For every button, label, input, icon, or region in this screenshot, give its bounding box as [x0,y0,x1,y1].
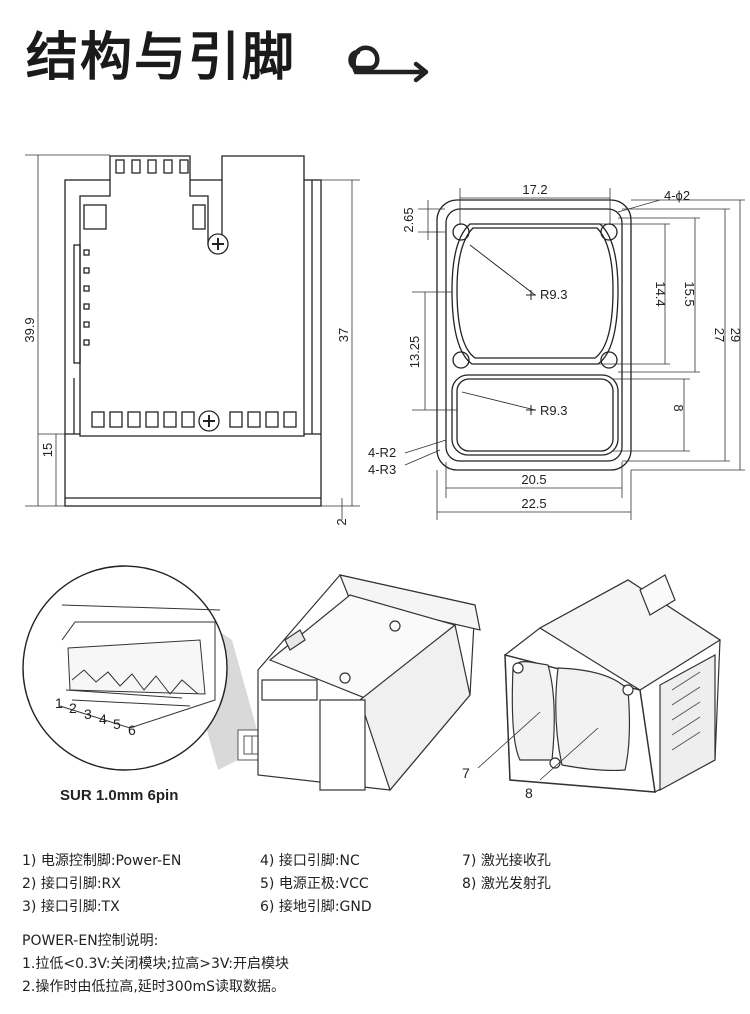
module-back-drawing [257,574,481,792]
callout-tx-window: 8 [525,785,533,801]
front-upper-window-height: 14.4 [653,281,668,306]
connector-pin-1: 1 [55,695,63,711]
front-window-spacing: 13.25 [407,336,422,369]
front-upper-frame-height: 15.5 [682,281,697,306]
connector-pin-4: 4 [99,711,107,727]
power-en-description: POWER-EN控制说明: 1.拉低<0.3V:关闭模块;拉高>3V:开启模块 … [22,930,289,999]
callout-rx-window: 7 [462,765,470,781]
connector-zoom-drawing [22,565,301,771]
module-front-drawing [504,574,722,793]
pin-list-col2: 4) 接口引脚:NC 5) 电源正极:VCC 6) 接地引脚:GND [260,850,372,919]
front-top-width: 17.2 [522,182,547,197]
pin-desc-1: 1) 电源控制脚:Power-EN [22,853,182,869]
front-outer-height: 29 [728,328,743,342]
pin-desc-6: 6) 接地引脚:GND [260,899,372,915]
front-lower-window-height: 8 [671,404,686,411]
side-body-height: 37 [336,328,351,342]
pin-list-col1: 1) 电源控制脚:Power-EN 2) 接口引脚:RX 3) 接口引脚:TX [22,850,181,919]
front-upper-radius: R9.3 [540,287,567,302]
pin-list-col3: 7) 激光接收孔 8) 激光发射孔 [462,850,551,896]
front-inner-height: 27 [712,328,727,342]
side-bottom-gap: 2 [334,518,349,525]
front-inner-width: 20.5 [521,472,546,487]
description-line-2: 2.操作时由低拉高,延时300mS读取数据。 [22,979,286,995]
side-base-height: 15 [40,443,55,457]
pin-desc-7: 7) 激光接收孔 [462,853,551,869]
connector-pin-5: 5 [113,716,121,732]
description-line-1: 1.拉低<0.3V:关闭模块;拉高>3V:开启模块 [22,956,290,972]
front-lower-radius: R9.3 [540,403,567,418]
front-view-drawing [436,199,632,471]
curved-arrow-icon [348,45,429,83]
front-corner-r2: 4-R2 [368,445,396,460]
connector-pin-6: 6 [128,722,136,738]
pin-desc-8: 8) 激光发射孔 [462,876,551,892]
side-total-height: 39.9 [22,317,37,342]
front-holes: 4-ϕ2 [664,188,690,203]
pin-desc-3: 3) 接口引脚:TX [22,899,120,915]
connector-caption: SUR 1.0mm 6pin [60,787,179,804]
front-top-margin: 2.65 [401,207,416,232]
connector-pin-3: 3 [84,706,92,722]
pin-desc-5: 5) 电源正极:VCC [260,876,369,892]
front-corner-r3: 4-R3 [368,462,396,477]
pin-desc-2: 2) 接口引脚:RX [22,876,121,892]
side-view-drawing [64,155,322,507]
pin-desc-4: 4) 接口引脚:NC [260,853,360,869]
description-heading: POWER-EN控制说明: [22,933,159,949]
page-title: 结构与引脚 [26,28,297,88]
connector-pin-2: 2 [69,700,77,716]
front-outer-width: 22.5 [521,496,546,511]
